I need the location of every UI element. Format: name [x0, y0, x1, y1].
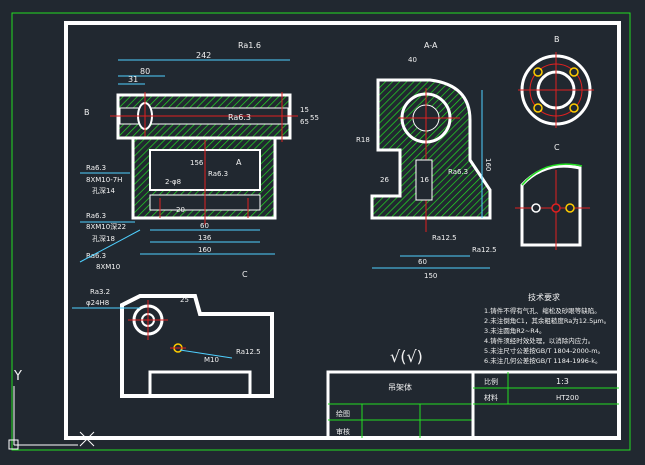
front-section-B: B: [84, 108, 90, 117]
tech-item-1: 1.铸件不得有气孔、缩松及砂眼等缺陷。: [484, 306, 601, 315]
front-hole-label: 2-φ8: [165, 178, 181, 186]
front-roughness-bore: Ra6.3: [228, 113, 251, 122]
scale-value: 1:3: [556, 377, 569, 386]
section-dim-150: 150: [424, 272, 437, 280]
part-name: 吊架体: [388, 382, 412, 392]
material-value: HT200: [556, 394, 579, 402]
front-roughness-top: Ra1.6: [238, 41, 261, 50]
drawn-label: 绘图: [336, 409, 350, 418]
tech-item-3: 3.未注圆角R2~R4。: [484, 326, 545, 335]
overall-roughness-symbol: √(√): [390, 347, 423, 366]
tech-requirements: 技术要求 1.铸件不得有气孔、缩松及砂眼等缺陷。 2.未注倒角C1，其余粗糙度R…: [484, 292, 610, 365]
bottom-view: Ra3.2 φ24H8 25 M10 Ra12.5: [72, 288, 274, 398]
sheet-border: [11, 12, 631, 451]
section-view-AA: A-A 40 R18 26 16 150 60 160 Ra12.5 Ra12.…: [356, 41, 497, 280]
section-dim-16: 16: [420, 176, 429, 184]
view-B-label: B: [554, 35, 560, 44]
front-dim-60: 60: [200, 222, 209, 230]
note-1: Ra6.3: [86, 164, 106, 172]
front-dim-136: 136: [198, 234, 212, 242]
scale-label: 比例: [484, 377, 498, 386]
note-8: 8XM10: [96, 263, 120, 271]
bottom-hole-note: M10: [204, 356, 219, 364]
front-dim-160: 160: [198, 246, 211, 254]
view-C-label: C: [554, 143, 560, 152]
front-view: 242 80 31 Ra1.6 Ra6.3 B A 15 65 55 156 R…: [84, 41, 319, 279]
front-dim-31: 31: [128, 75, 138, 84]
front-section-C: C: [242, 270, 248, 279]
note-6: 孔深18: [92, 234, 115, 243]
section-roughness-2: Ra12.5: [472, 246, 497, 254]
front-dim-55: 55: [310, 114, 319, 122]
front-dim-80: 80: [140, 67, 150, 76]
bottom-roughness-2: Ra12.5: [236, 348, 261, 356]
front-dim-20: 20: [176, 206, 185, 214]
section-title: A-A: [424, 41, 438, 50]
bottom-dim-25: 25: [180, 296, 189, 304]
front-roughness-mid: Ra6.3: [208, 170, 228, 178]
front-section-A: A: [236, 158, 242, 167]
front-dim-65: 65: [300, 118, 309, 126]
ucs-icon: Y: [8, 369, 95, 450]
checked-label: 审核: [336, 427, 350, 436]
tech-item-4: 4.铸件须经时效处理，以消除内应力。: [484, 336, 594, 345]
note-3: 孔深14: [92, 186, 115, 195]
front-dim-156: 156: [190, 159, 204, 167]
material-label: 材料: [484, 393, 498, 402]
view-C: C: [515, 143, 590, 250]
bottom-outline: [120, 294, 274, 398]
section-dim-160: 160: [484, 158, 492, 171]
view-B: B: [518, 35, 594, 128]
front-dim-242: 242: [196, 51, 211, 60]
note-7: Ra6.3: [86, 252, 106, 260]
ucs-y-label: Y: [13, 369, 22, 384]
section-dim-60: 60: [418, 258, 427, 266]
section-roughness-1: Ra12.5: [432, 234, 457, 242]
bottom-hole-label: φ24H8: [86, 299, 109, 307]
title-block: 吊架体 比例 1:3 材料 HT200 绘图 审核: [326, 370, 621, 440]
section-dim-40: 40: [408, 56, 417, 64]
note-2: 8XM10-7H: [86, 176, 122, 184]
note-4: Ra6.3: [86, 212, 106, 220]
section-dim-26: 26: [380, 176, 389, 184]
tech-item-2: 2.未注倒角C1，其余粗糙度Ra为12.5μm。: [484, 316, 610, 325]
tech-item-5: 5.未注尺寸公差按GB/T 1804-2000-m。: [484, 346, 604, 355]
section-roughness-3: Ra6.3: [448, 168, 468, 176]
note-5: 8XM10深22: [86, 222, 126, 231]
bottom-roughness-1: Ra3.2: [90, 288, 110, 296]
section-dim-R18: R18: [356, 136, 370, 144]
tech-item-6: 6.未注几何公差按GB/T 1184-1996-k。: [484, 356, 601, 365]
front-dim-15: 15: [300, 106, 309, 114]
left-notes: Ra6.3 8XM10-7H 孔深14 Ra6.3 8XM10深22 孔深18 …: [79, 164, 141, 271]
tech-title: 技术要求: [528, 292, 560, 302]
